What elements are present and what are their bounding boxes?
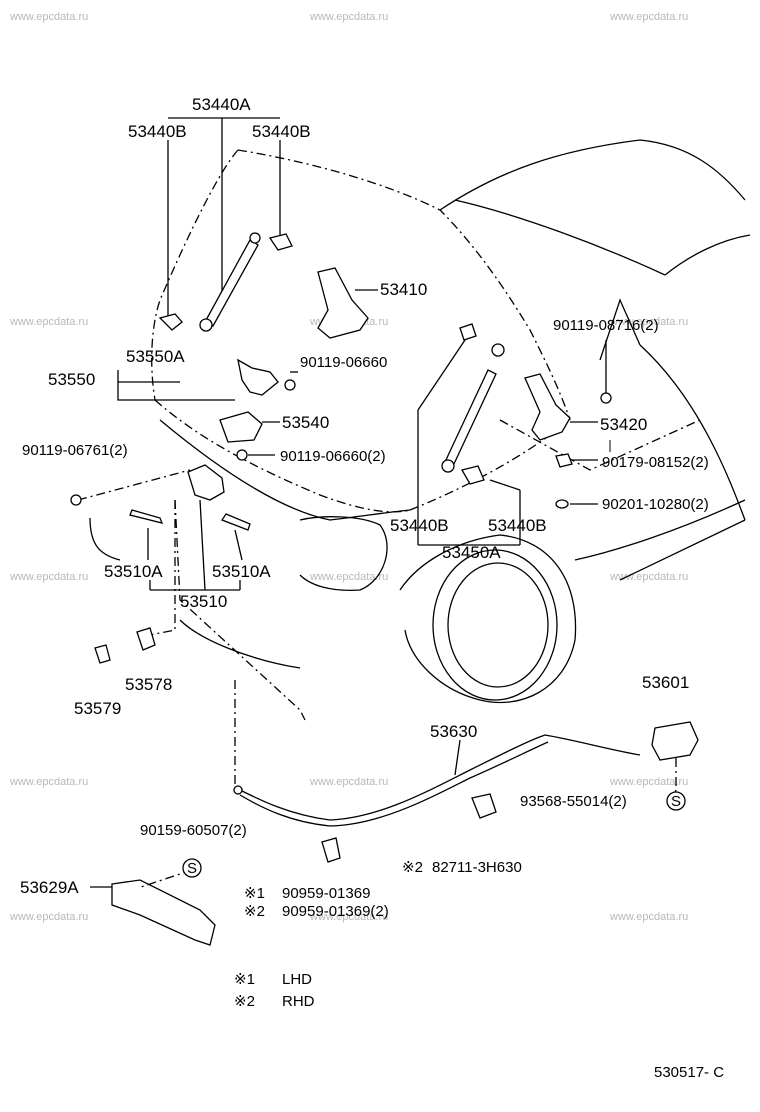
mark-1: ※1 xyxy=(244,885,265,902)
diagram-code: 530517- C xyxy=(654,1064,724,1081)
wheel xyxy=(432,549,558,701)
label-53440b: 53440B xyxy=(488,516,547,535)
legend-mark: ※1 xyxy=(234,971,255,988)
hood-lock xyxy=(187,464,225,501)
label-93568-55014: 93568-55014(2) xyxy=(520,793,627,810)
label-53510: 53510 xyxy=(180,592,227,611)
fender xyxy=(159,419,411,521)
watermarks: www.epcdata.ru www.epcdata.ru www.epcdat… xyxy=(9,11,688,923)
s-symbol-left: S xyxy=(182,858,202,878)
label-53440b: 53440B xyxy=(128,122,187,141)
label-90201-10280: 90201-10280(2) xyxy=(602,496,709,513)
label-53601: 53601 xyxy=(642,673,689,692)
legend-text: RHD xyxy=(282,993,315,1010)
label-90119-06660: 90119-06660 xyxy=(300,354,387,371)
label-53510a: 53510A xyxy=(212,562,271,581)
label-53578: 53578 xyxy=(125,675,172,694)
hood-lock-support xyxy=(237,358,279,396)
hood-support-strut xyxy=(204,239,259,327)
label-53450a: 53450A xyxy=(442,543,501,562)
label-53440b: 53440B xyxy=(390,516,449,535)
label-53550: 53550 xyxy=(48,370,95,389)
label-53410: 53410 xyxy=(380,280,427,299)
watermark: www.epcdata.ru xyxy=(609,11,688,23)
label-90959-01369-2: 90959-01369(2) xyxy=(282,903,389,920)
right-hinge-group xyxy=(417,323,612,546)
label-53540: 53540 xyxy=(282,413,329,432)
watermark: www.epcdata.ru xyxy=(309,776,388,788)
spring-right xyxy=(221,513,251,531)
cable-clip xyxy=(321,837,341,863)
label-53630: 53630 xyxy=(430,722,477,741)
hood-lock-assy xyxy=(219,411,263,443)
hood-outline xyxy=(237,149,571,421)
cushion xyxy=(94,644,111,664)
hood-lock-group xyxy=(70,464,306,721)
legend-text: LHD xyxy=(282,971,312,988)
strut-clip-left xyxy=(158,313,183,331)
watermark: www.epcdata.ru xyxy=(309,911,388,923)
label-90959-01369: 90959-01369 xyxy=(282,885,370,902)
left-hinge-group xyxy=(117,117,378,461)
release-cable xyxy=(239,734,641,821)
nut-icon xyxy=(555,453,573,468)
watermark: www.epcdata.ru xyxy=(609,911,688,923)
watermark: www.epcdata.ru xyxy=(609,571,688,583)
bolt-icon xyxy=(600,392,612,404)
cable-bracket xyxy=(111,879,216,946)
legend-mark: ※2 xyxy=(234,993,255,1010)
watermark: www.epcdata.ru xyxy=(9,776,88,788)
s-symbol-right: S xyxy=(666,791,686,811)
bolt-icon xyxy=(236,449,248,461)
label-90159-60507: 90159-60507(2) xyxy=(140,822,247,839)
label-90119-06761: 90119-06761(2) xyxy=(22,442,128,459)
label-90119-06660-2: 90119-06660(2) xyxy=(280,448,386,465)
label-82711-3h630: 82711-3H630 xyxy=(432,859,522,876)
watermark: www.epcdata.ru xyxy=(9,911,88,923)
mark-2: ※2 xyxy=(402,859,423,876)
car-body-outline xyxy=(151,139,751,704)
label-90179-08152: 90179-08152(2) xyxy=(602,454,709,471)
watermark: www.epcdata.ru xyxy=(9,571,88,583)
label-53420: 53420 xyxy=(600,415,647,434)
hood-hinge-lh xyxy=(317,267,369,339)
label-53629a: 53629A xyxy=(20,878,79,897)
strut-clip xyxy=(459,323,477,341)
bolt-icon xyxy=(284,379,296,391)
cable-clamp xyxy=(471,793,497,819)
label-53550a: 53550A xyxy=(126,347,185,366)
spring-left xyxy=(129,509,164,524)
hood-release-cable-group xyxy=(90,680,699,946)
watermark: www.epcdata.ru xyxy=(609,776,688,788)
strut-clip-right xyxy=(268,233,293,251)
label-53579: 53579 xyxy=(74,699,121,718)
bumper xyxy=(136,627,156,651)
watermark: www.epcdata.ru xyxy=(309,11,388,23)
strut-clip xyxy=(461,465,485,485)
s-symbol-text: S xyxy=(671,793,681,810)
windshield xyxy=(439,139,746,211)
bolt-icon xyxy=(70,494,82,506)
hood-hinge-rh xyxy=(524,373,571,441)
mark-2: ※2 xyxy=(244,903,265,920)
watermark: www.epcdata.ru xyxy=(309,571,388,583)
label-53510a: 53510A xyxy=(104,562,163,581)
washer-icon xyxy=(555,499,569,509)
watermark: www.epcdata.ru xyxy=(9,316,88,328)
label-90119-08716: 90119-08716(2) xyxy=(553,317,659,334)
hood-support-strut-rh xyxy=(444,369,497,467)
release-lever xyxy=(651,721,699,761)
legend: ※1 LHD ※2 RHD xyxy=(234,971,315,1010)
s-symbol-text: S xyxy=(187,860,197,877)
part-labels: 53440A 53440B 53440B 53410 53550A 53550 … xyxy=(20,95,709,920)
label-53440a: 53440A xyxy=(192,95,251,114)
label-53440b: 53440B xyxy=(252,122,311,141)
watermark: www.epcdata.ru xyxy=(9,11,88,23)
